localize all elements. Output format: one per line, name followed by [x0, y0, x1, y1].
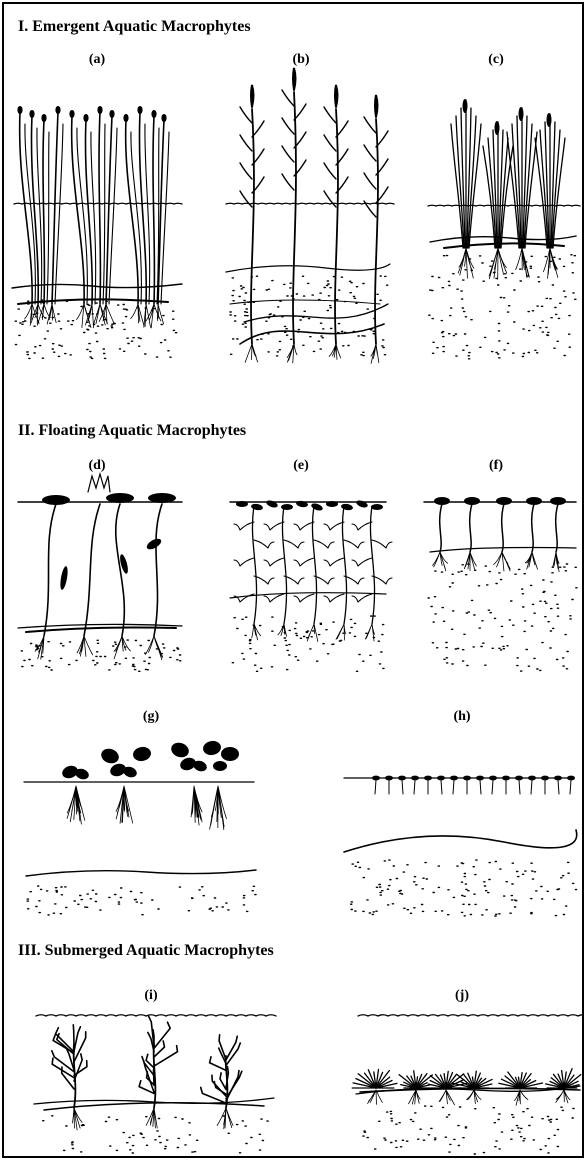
panel-d-illustration — [18, 474, 182, 671]
panel-b-illustration — [226, 68, 394, 363]
panel-f-illustration — [424, 497, 577, 671]
panel-g-illustration — [24, 740, 256, 915]
panel-i-illustration — [34, 1015, 276, 1153]
panel-j-illustration — [352, 1015, 582, 1154]
macrophyte-illustrations — [4, 4, 582, 1156]
panel-e-illustration — [230, 499, 392, 671]
panel-h-illustration — [344, 776, 577, 916]
panel-c-illustration — [428, 99, 580, 359]
panel-a-illustration — [12, 106, 182, 358]
